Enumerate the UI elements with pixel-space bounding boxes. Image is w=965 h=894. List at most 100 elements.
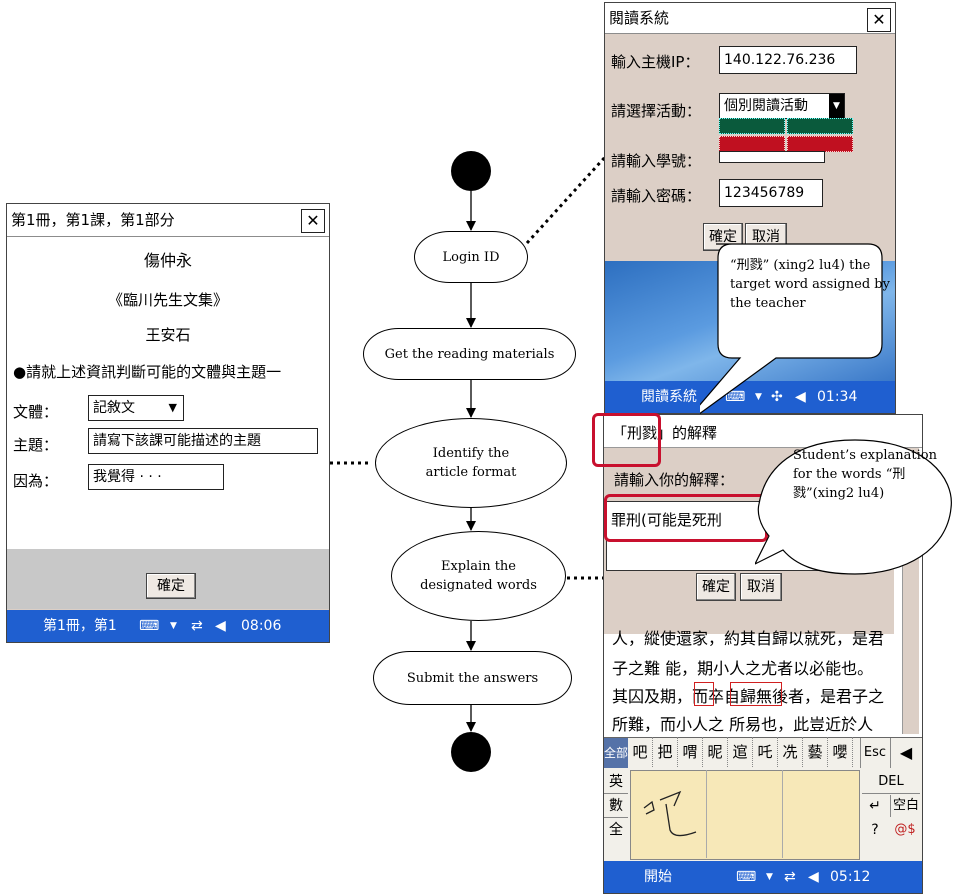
highlight-box xyxy=(730,682,782,706)
chevron-down-icon[interactable]: ▼ xyxy=(170,621,177,631)
chevron-down-icon[interactable]: ▼ xyxy=(755,392,762,402)
left-confirm-button[interactable]: 確定 xyxy=(146,573,196,599)
left-window-title: 第1冊，第1課，第1部分 xyxy=(11,211,175,229)
login-taskbar-time: 01:34 xyxy=(817,389,858,405)
ip-label: 輸入主機IP： xyxy=(611,53,700,71)
side-key-english[interactable]: 英 xyxy=(604,771,628,794)
chevron-down-icon: ▼ xyxy=(168,401,177,414)
login-taskbar: 閱讀系統 ⌨ ▼ ✣ ◀ 01:34 xyxy=(605,381,895,413)
title-highlight-box xyxy=(592,413,661,467)
dropdown-list-green xyxy=(787,118,853,134)
activity-label: 請選擇活動： xyxy=(611,102,702,120)
esc-key[interactable]: Esc xyxy=(860,738,889,768)
callout-bubble-student-explanation xyxy=(755,439,952,575)
callout-student-explanation-text: Student’s explanation for the words “刑戮”… xyxy=(793,448,938,501)
candidate-char[interactable]: 昵 xyxy=(703,737,728,767)
start-button[interactable]: 開始 xyxy=(644,869,672,885)
student-id-label: 請輸入學號： xyxy=(611,152,702,170)
lesson-writer: 王安石 xyxy=(145,326,191,344)
genre-select[interactable]: 記敘文 ▼ xyxy=(88,395,184,421)
candidate-char[interactable]: 吒 xyxy=(753,737,778,767)
keyboard-icon[interactable]: ⌨ xyxy=(725,389,746,405)
help-icon[interactable]: ? xyxy=(871,822,879,838)
candidate-char[interactable]: 喟 xyxy=(678,737,703,767)
chevron-down-icon[interactable]: ▼ xyxy=(766,872,773,882)
explain-cancel-button[interactable]: 取消 xyxy=(740,573,782,601)
theme-label: 主題： xyxy=(13,436,59,454)
login-window-title: 閱讀系統 xyxy=(609,9,670,27)
side-key-full[interactable]: 全 xyxy=(609,822,623,838)
speaker-icon[interactable]: ◀ xyxy=(808,869,819,885)
genre-label: 文體： xyxy=(13,403,59,421)
answer-highlight-box xyxy=(604,494,768,542)
handwriting-divider xyxy=(706,770,707,858)
dotted-connector xyxy=(525,154,608,245)
passage-line: 子之難 能，期小人之尤者以必能也。 xyxy=(612,659,874,678)
backspace-icon[interactable]: ◀ xyxy=(890,738,921,768)
connectivity-icon[interactable]: ⇄ xyxy=(191,618,203,634)
keyboard-icon[interactable]: ⌨ xyxy=(736,869,757,885)
answer-text: 罪刑(可能是死刑 xyxy=(611,511,722,529)
callout-target-word-text: “刑戮” (xing2 lu4) the target word assigne… xyxy=(730,258,890,311)
student-id-input[interactable] xyxy=(719,151,825,163)
ip-input[interactable]: 140.122.76.236 xyxy=(719,46,857,74)
all-candidates-tab[interactable]: 全部 xyxy=(604,738,628,768)
login-title-bar: 閱讀系統 xyxy=(605,3,895,34)
handwriting-stroke xyxy=(643,790,697,837)
explain-taskbar-time: 05:12 xyxy=(830,869,871,885)
left-taskbar-text: 第1冊，第1 xyxy=(43,618,117,634)
space-key[interactable]: 空白 xyxy=(890,795,921,817)
left-taskbar: 第1冊，第1 ⌨ ▼ ⇄ ◀ 08:06 xyxy=(7,610,329,642)
explain-window-title: 「刑戮」的解釋 xyxy=(612,424,718,442)
lesson-book: 《臨川先生文集》 xyxy=(107,291,228,309)
step-get-reading-materials: Get the reading materials xyxy=(363,328,576,380)
candidate-char[interactable]: 吧 xyxy=(628,737,653,767)
callout-bubble-target-word xyxy=(700,243,883,415)
genre-value: 記敘文 xyxy=(93,400,135,416)
step-submit-answers: Submit the answers xyxy=(373,651,572,705)
passage-line: 所難，而小人之 所易也，此豈近於人 xyxy=(612,715,874,734)
candidate-char[interactable]: 藝 xyxy=(803,737,828,767)
candidate-char[interactable]: 冼 xyxy=(778,737,803,767)
step-explain-designated-words: Explain the designated words xyxy=(391,531,566,621)
handwriting-divider xyxy=(782,770,783,858)
chevron-down-icon: ▼ xyxy=(829,94,844,118)
del-key[interactable]: DEL xyxy=(862,771,920,794)
speaker-icon[interactable]: ◀ xyxy=(795,389,806,405)
password-input[interactable]: 123456789 xyxy=(719,179,823,207)
explain-prompt: 請輸入你的解釋： xyxy=(614,471,735,489)
keyboard-icon[interactable]: ⌨ xyxy=(139,618,160,634)
start-node xyxy=(451,151,491,191)
candidate-char[interactable]: 嚶 xyxy=(828,737,853,767)
symbols-icon[interactable]: @$ xyxy=(894,822,916,837)
reason-input[interactable]: 我覺得 · · · xyxy=(88,464,224,490)
close-icon[interactable]: ✕ xyxy=(301,209,325,233)
left-title-bar: 第1冊，第1課，第1部分 xyxy=(7,204,329,237)
enter-icon[interactable]: ↵ xyxy=(869,798,881,814)
activity-select[interactable]: 個別閱讀活動 ▼ xyxy=(719,93,845,119)
explain-taskbar: 開始 ⌨ ▼ ⇄ ◀ 05:12 xyxy=(604,861,922,893)
dropdown-list-red xyxy=(719,136,785,152)
connectivity-icon[interactable]: ⇄ xyxy=(784,869,796,885)
candidate-char[interactable]: 逭 xyxy=(728,737,753,767)
passage-line: 人，縱使還家，約其自歸以就死，是君 xyxy=(612,629,885,648)
step-identify-article-format: Identify the article format xyxy=(375,418,567,508)
candidate-char[interactable]: 把 xyxy=(653,737,678,767)
theme-input[interactable]: 請寫下該課可能描述的主題 xyxy=(88,428,318,454)
lesson-author: 傷仲永 xyxy=(143,251,192,270)
connectivity-icon[interactable]: ✣ xyxy=(771,389,783,405)
explain-confirm-button[interactable]: 確定 xyxy=(696,573,736,601)
left-content-white xyxy=(7,237,329,549)
side-key-number[interactable]: 數 xyxy=(604,795,628,818)
login-taskbar-text: 閱讀系統 xyxy=(641,389,697,405)
dropdown-list-red xyxy=(787,136,853,152)
password-label: 請輸入密碼： xyxy=(611,187,702,205)
passage-line: 其囚及期，而卒自歸無後者，是君子之 xyxy=(612,687,885,706)
speaker-icon[interactable]: ◀ xyxy=(215,618,226,634)
activity-value: 個別閱讀活動 xyxy=(724,98,808,114)
close-icon[interactable]: ✕ xyxy=(867,8,891,32)
reason-label: 因為： xyxy=(13,472,59,490)
end-node xyxy=(451,732,491,772)
instruction-text: ●請就上述資訊判斷可能的文體與主題一 xyxy=(13,363,282,381)
